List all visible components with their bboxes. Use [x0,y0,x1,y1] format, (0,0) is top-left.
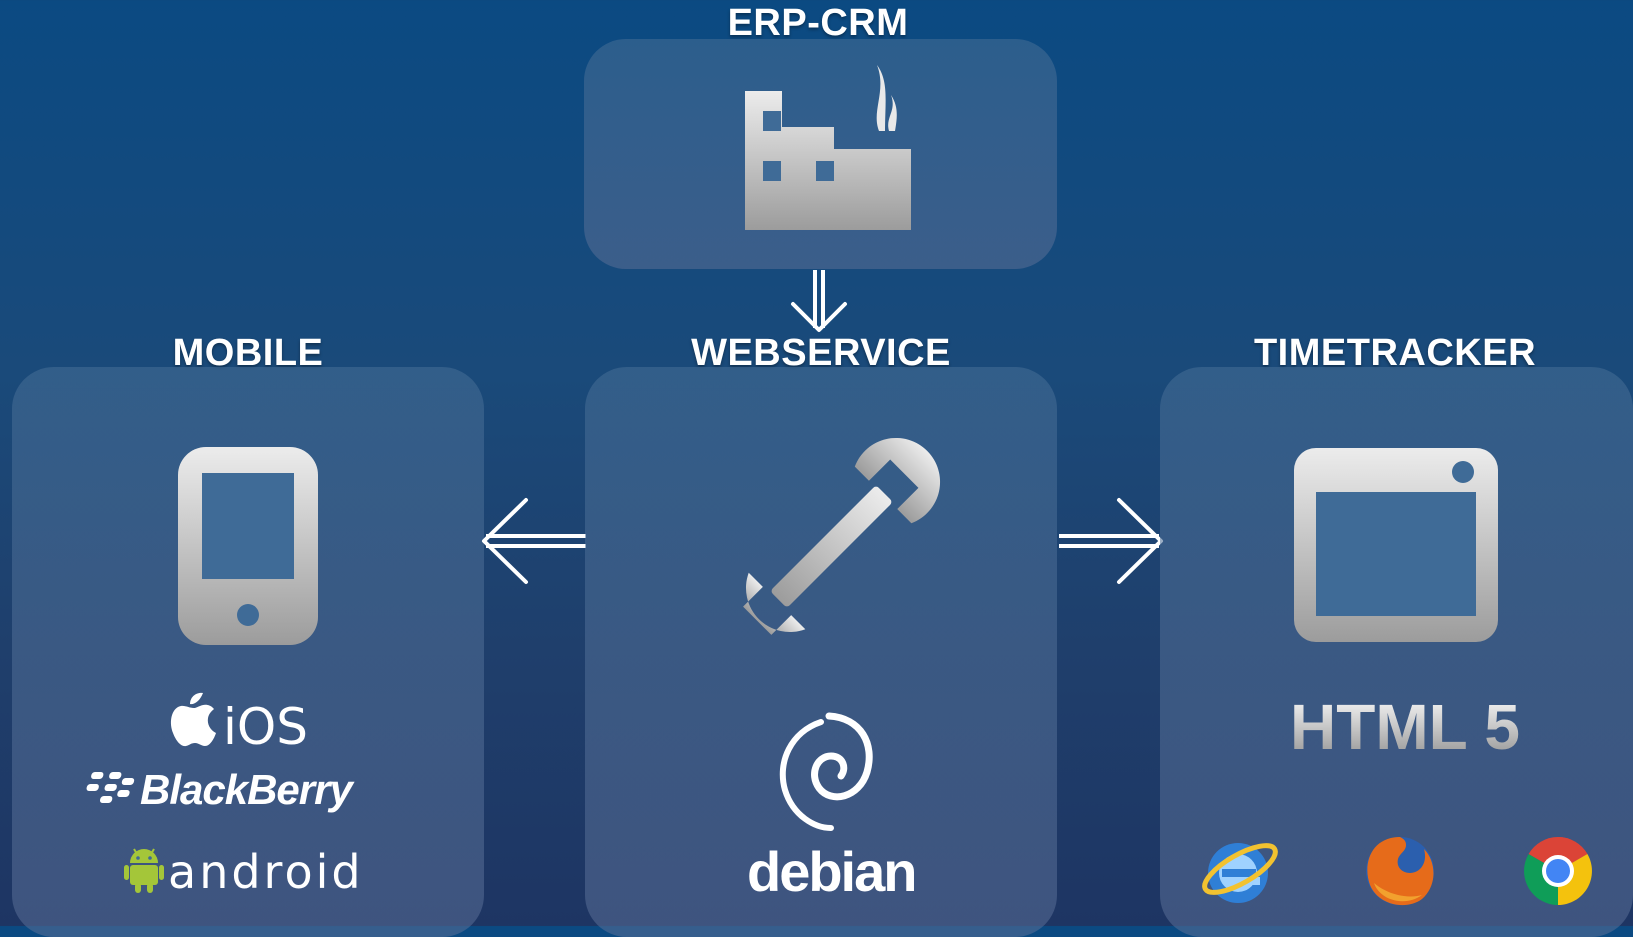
arrow-webservice-to-mobile [482,498,586,584]
apple-icon [170,692,216,747]
arrow-erp-to-webservice [791,270,847,332]
chrome-icon [1524,837,1592,905]
android-robot-icon [124,848,164,893]
debian-logo: debian [747,840,917,903]
smartphone-icon [178,447,318,645]
arrow-webservice-to-timetracker [1059,498,1163,584]
ios-logo: iOS [223,698,308,756]
html5-logo: HTML 5 [1290,691,1520,763]
debian-swirl-icon [779,712,873,831]
firefox-icon [1366,837,1434,906]
svg-text:HTML 5: HTML 5 [1290,691,1520,763]
erp-crm-panel [584,39,1057,269]
timetracker-panel: HTML 5 [1160,367,1633,937]
blackberry-icon [86,772,135,803]
wrench-icon [743,437,941,635]
blackberry-logo: BlackBerry [140,766,353,813]
internet-explorer-icon [1202,843,1278,903]
android-logo: android [168,845,364,899]
mobile-panel: iOS BlackBerry android [12,367,484,937]
browser-window-icon [1294,448,1498,642]
factory-icon [745,65,911,230]
webservice-panel: debian [585,367,1057,937]
erp-crm-title: ERP-CRM [727,2,909,44]
